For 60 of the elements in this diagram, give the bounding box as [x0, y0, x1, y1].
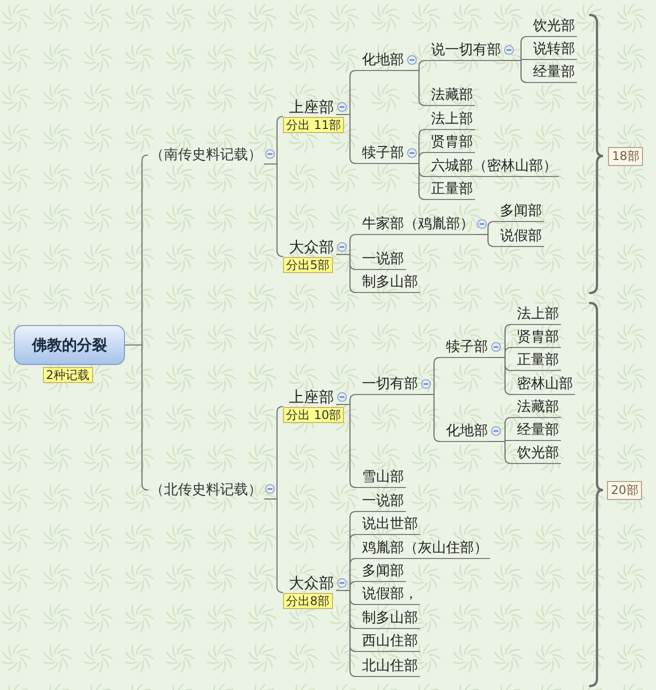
topic-label: 贤胄部 — [425, 133, 475, 153]
summary-box: 18部 — [608, 147, 644, 166]
topic-label: 制多山部 — [356, 609, 420, 629]
topic-label: 化地部 — [356, 51, 406, 71]
connector — [490, 356, 512, 396]
topic-label: 牛家部（鸡胤部） — [356, 215, 476, 235]
topic-label: 犊子部 — [440, 338, 490, 358]
branch-label: （北传史料记载） — [148, 480, 264, 500]
connector — [406, 162, 426, 200]
topic-label: 犊子部 — [356, 144, 406, 164]
note-label: 2种记载 — [43, 367, 93, 383]
topic-label: 法上部 — [511, 305, 561, 325]
topic-label: 说假部， — [356, 585, 420, 605]
topic-label: 制多山部 — [356, 273, 420, 293]
connector — [336, 254, 356, 294]
topic-label: 密林山部 — [511, 375, 575, 395]
topic-label: 说一切有部 — [425, 41, 503, 61]
topic-label: 经量部 — [511, 421, 561, 441]
topic-label: 一说部 — [356, 492, 406, 512]
topic-label: 正量部 — [425, 180, 475, 200]
note-label: 分出 10部 — [283, 407, 344, 423]
topic-label: 一说部 — [356, 250, 406, 270]
connector — [336, 114, 356, 164]
connector — [336, 404, 356, 488]
topic-label: 多闻部 — [494, 202, 544, 222]
note-label: 分出8部 — [283, 593, 333, 609]
topic-label: 雪山部 — [356, 468, 406, 488]
connector — [406, 70, 426, 106]
topic-label: 大众部 — [283, 238, 336, 257]
topic-label: 法藏部 — [425, 86, 475, 106]
root-box: 佛教的分裂 — [14, 325, 125, 365]
connector — [420, 394, 440, 442]
topic-label: 上座部 — [283, 388, 336, 407]
topic-label: 说转部 — [527, 40, 577, 60]
topic-label: 六城部（密林山部） — [425, 157, 559, 177]
topic-label: 法上部 — [425, 110, 475, 130]
topic-label: 说出世部 — [356, 515, 420, 535]
topic-label: 饮光部 — [527, 17, 577, 37]
topic-label: 正量部 — [511, 351, 561, 371]
topic-label: 鸡胤部（灰山住部） — [356, 539, 490, 559]
topic-label: 一切有部 — [356, 375, 420, 395]
branch-label: （南传史料记载） — [148, 145, 264, 165]
connector — [336, 590, 356, 678]
topic-label: 西山住部 — [356, 632, 420, 652]
topic-label: 饮光部 — [511, 444, 561, 464]
connector — [503, 60, 528, 84]
topic-label: 上座部 — [283, 98, 336, 117]
topic-label: 多闻部 — [356, 562, 406, 582]
topic-label: 贤胄部 — [511, 328, 561, 348]
connector — [476, 234, 494, 248]
note-label: 分出 11部 — [283, 117, 344, 133]
summary-box: 20部 — [607, 481, 642, 500]
topic-label: 法藏部 — [511, 398, 561, 418]
note-label: 分出5部 — [283, 257, 333, 273]
topic-label: 经量部 — [527, 63, 577, 83]
topic-label: 大众部 — [283, 574, 336, 593]
connector — [490, 440, 512, 464]
topic-label: 化地部 — [440, 422, 490, 442]
topic-label: 说假部 — [494, 227, 544, 247]
topic-label: 北山住部 — [356, 657, 420, 677]
